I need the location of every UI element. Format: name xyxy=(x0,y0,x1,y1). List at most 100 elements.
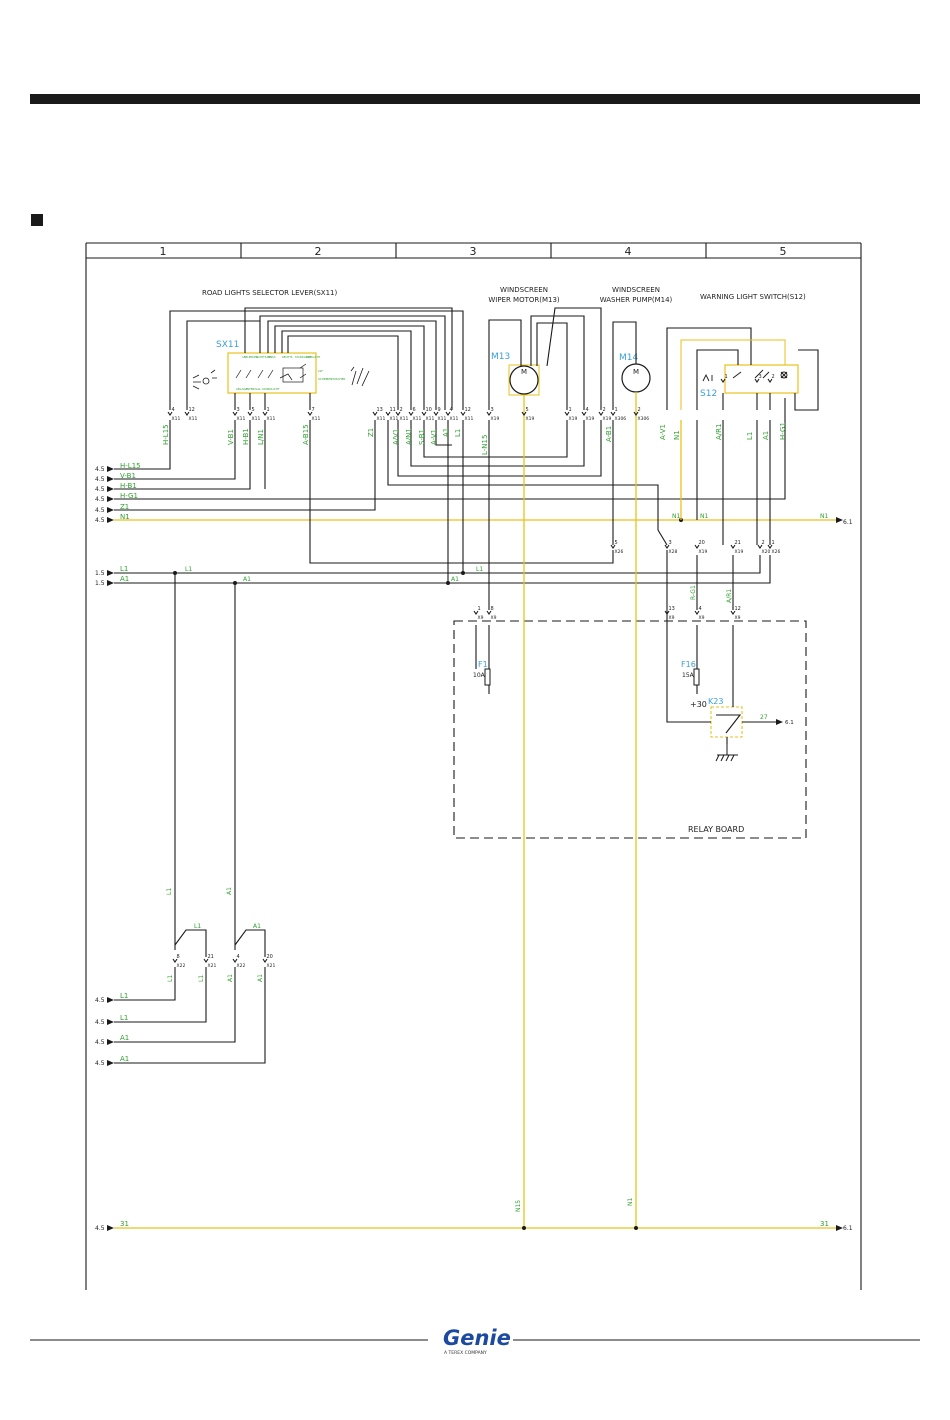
k23-output-arrow xyxy=(776,719,783,725)
sx11-inner-label: ABBLENDEN xyxy=(242,355,258,359)
wire xyxy=(174,929,207,957)
column-3-label: 3 xyxy=(470,245,477,258)
connector-name-mid-5: X26 xyxy=(772,549,781,555)
column-4-label: 4 xyxy=(625,245,632,258)
wire-label-A-V1: A-V1 xyxy=(430,429,438,445)
rail-ref-l1: 1.5 xyxy=(95,570,105,577)
connector-fork xyxy=(754,378,760,383)
wire xyxy=(114,420,251,490)
bus-label-a1: A1 xyxy=(243,576,251,583)
m14-label: M14 xyxy=(619,353,638,363)
bottom-name-A1: A1 xyxy=(120,1034,129,1042)
rail-name-H-B1: H-B1 xyxy=(120,482,137,490)
bottom-arrow-L1 xyxy=(107,997,114,1003)
ground-arrow-left xyxy=(107,1225,114,1231)
connector-pin-x19-4: 2 xyxy=(603,407,606,413)
connector-pin-x11-7: 11 xyxy=(390,407,396,413)
connector-name-x11-10: X11 xyxy=(426,416,435,422)
wire xyxy=(114,967,207,1023)
connector-pin-x9-1: 8 xyxy=(491,606,494,612)
wire xyxy=(435,420,452,446)
rail-arrow-V-B1 xyxy=(107,476,114,482)
rail-ref-H-G1: 4.5 xyxy=(95,496,105,503)
wire-label-s12-5: H-G1 xyxy=(779,422,787,440)
wire xyxy=(114,967,266,1064)
connector-pin-s12-1: 3 xyxy=(759,374,762,380)
connector-pin-bottom-1: 21 xyxy=(208,954,214,960)
connector-pin-s12-0: 1 xyxy=(725,374,728,380)
connector-name-bottom-1: X21 xyxy=(208,963,217,969)
connector-name-mid-1: X28 xyxy=(669,549,678,555)
sx11-component-box xyxy=(227,352,317,394)
wire-label-V-B1: V-B1 xyxy=(227,429,235,445)
wire-label-L/N1: L/N1 xyxy=(257,429,265,445)
wire-label-ar1: A/R1 xyxy=(726,589,733,603)
connector-fork xyxy=(757,544,763,549)
connector-fork xyxy=(730,610,736,615)
washer-title-line2: WASHER PUMP(M14) xyxy=(600,296,673,304)
wire-network xyxy=(107,307,843,1231)
connector-pin-x11-0: 4 xyxy=(172,407,175,413)
s12-internals xyxy=(732,369,788,379)
connector-name-x306-0: X306 xyxy=(615,416,627,422)
connector-pin-x19-1: 5 xyxy=(526,407,529,413)
bus-label-l1: L1 xyxy=(194,923,201,930)
k23-label: K23 xyxy=(708,697,723,706)
wire xyxy=(114,420,376,511)
connector-fork xyxy=(421,411,427,416)
logo-tagline: A TEREX COMPANY xyxy=(444,1350,487,1356)
connector-fork xyxy=(694,610,700,615)
connector-pin-x19-0: 3 xyxy=(491,407,494,413)
connector-fork xyxy=(633,411,639,416)
wire-label-Z1: Z1 xyxy=(367,428,375,437)
wire xyxy=(463,555,761,574)
x22-wire-label: A1 xyxy=(227,974,234,982)
connector-fork xyxy=(598,411,604,416)
connector-name-mid-4: X20 xyxy=(762,549,771,555)
connector-name-x11-5: X11 xyxy=(312,416,321,422)
connector-fork xyxy=(521,411,527,416)
rail-ref-V-B1: 4.5 xyxy=(95,476,105,483)
connector-name-x11-1: X11 xyxy=(189,416,198,422)
k23-output-wire-label: 27 xyxy=(760,714,768,721)
rail-ref-N1: 4.5 xyxy=(95,517,105,524)
road-lights-title: ROAD LIGHTS SELECTOR LEVER(SX11) xyxy=(202,289,337,297)
rail-arrow-Z1 xyxy=(107,507,114,513)
connector-name-x19-0: X19 xyxy=(491,416,500,422)
wire xyxy=(530,315,585,410)
connector-name-x11-8: X11 xyxy=(400,416,409,422)
drawing-frame xyxy=(85,242,862,1290)
bottom-name-L1: L1 xyxy=(120,1014,128,1022)
connector-fork xyxy=(473,610,479,615)
wire xyxy=(186,320,260,410)
sx11-interval-block xyxy=(282,367,304,383)
connector-pin-x9-0: 1 xyxy=(478,606,481,612)
connector-fork xyxy=(730,544,736,549)
connector-fork xyxy=(581,411,587,416)
sx11-inner-label: ABLAGE xyxy=(236,387,247,391)
connector-name-x11-12: X11 xyxy=(450,416,459,422)
wire-label-s12-4: A1 xyxy=(762,431,770,440)
k23-output-ref: 6.1 xyxy=(785,720,794,726)
connector-fork xyxy=(232,958,238,963)
rail-arrow-H-B1 xyxy=(107,486,114,492)
connector-name-bottom-0: X22 xyxy=(177,963,186,969)
rail-ref-a1: 1.5 xyxy=(95,580,105,587)
connector-pin-x306-1: 2 xyxy=(638,407,641,413)
sx11-inner-label: LINKS xyxy=(268,355,276,359)
x22-wire-label: A1 xyxy=(257,974,264,982)
connector-name-x11-2: X11 xyxy=(237,416,246,422)
wire xyxy=(169,310,464,410)
wire xyxy=(612,321,637,410)
bottom-ref-L1: 4.5 xyxy=(95,1019,105,1026)
column-5-label: 5 xyxy=(780,245,787,258)
bottom-ref-L1: 4.5 xyxy=(95,997,105,1004)
connector-name-x11-13: X11 xyxy=(465,416,474,422)
connector-fork xyxy=(445,411,451,416)
wire xyxy=(114,967,176,1001)
junction-dot xyxy=(522,1226,526,1230)
bottom-arrow-L1 xyxy=(107,1019,114,1025)
connector-pin-x11-10: 10 xyxy=(426,407,432,413)
